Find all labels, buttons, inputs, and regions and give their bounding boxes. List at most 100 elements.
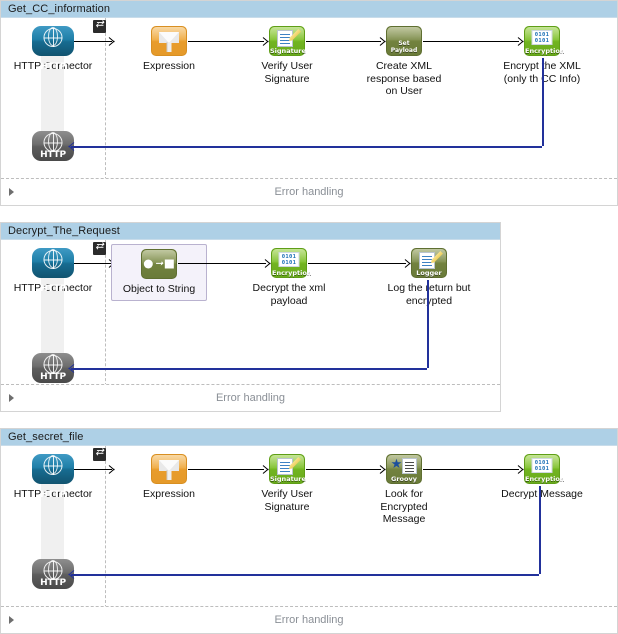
flow-connector bbox=[188, 469, 264, 470]
flow-connector bbox=[188, 41, 264, 42]
flow-processor[interactable]: Expression bbox=[121, 26, 217, 73]
icon-caption: Groovy bbox=[391, 475, 417, 483]
flow-body: HTTP HTTP Connector HTTP ➞ Object to Str… bbox=[1, 240, 500, 386]
object-to-string-icon[interactable]: ➞ bbox=[141, 249, 177, 279]
flow-processor[interactable]: Expression bbox=[121, 454, 217, 501]
node-label: Look for Encrypted Message bbox=[380, 488, 428, 525]
error-handling-label: Error handling bbox=[274, 614, 344, 626]
flow-body: HTTP HTTP Connector HTTP Expression bbox=[1, 18, 617, 180]
source-outbound-endpoint[interactable]: HTTP bbox=[5, 353, 101, 383]
flow-header[interactable]: Get_CC_information bbox=[1, 1, 617, 18]
http-endpoint-label: HTTP bbox=[40, 61, 66, 72]
source-inbound-endpoint[interactable]: HTTP HTTP Connector bbox=[5, 240, 106, 295]
http-response-icon[interactable]: HTTP bbox=[32, 559, 74, 589]
flow-processor[interactable]: ➞ Object to String bbox=[111, 244, 207, 301]
signature-icon[interactable]: Signature bbox=[269, 26, 306, 56]
error-handling-strip[interactable]: Error handling bbox=[1, 384, 500, 411]
node-label: Object to String bbox=[122, 283, 196, 295]
node-label: Decrypt Message bbox=[501, 488, 583, 500]
http-response-icon[interactable]: HTTP bbox=[32, 353, 74, 383]
response-route bbox=[539, 486, 541, 574]
source-inbound-endpoint[interactable]: HTTP HTTP Connector bbox=[5, 18, 106, 73]
document-icon bbox=[419, 252, 435, 269]
globe-meridian-icon bbox=[48, 27, 58, 46]
flow-processor[interactable]: ★ Groovy Look for Encrypted Message bbox=[356, 454, 452, 526]
funnel-icon bbox=[159, 32, 179, 52]
node-label: Encrypt the XML (only th CC Info) bbox=[503, 60, 581, 85]
flow-connector bbox=[74, 469, 112, 470]
icon-caption: Encryption bbox=[525, 475, 565, 483]
groovy-script-icon[interactable]: ★ Groovy bbox=[386, 454, 422, 484]
node-label: HTTP Connector bbox=[13, 60, 93, 72]
error-handling-strip[interactable]: Error handling bbox=[1, 606, 617, 633]
signature-icon[interactable]: Signature bbox=[269, 454, 306, 484]
node-label: Decrypt the xml payload bbox=[252, 282, 326, 307]
response-route bbox=[71, 146, 542, 148]
flow-connector-arrow-icon bbox=[109, 465, 116, 474]
flow-processor[interactable]: Logger Log the return but encrypted bbox=[381, 248, 477, 307]
response-route-arrow-icon bbox=[67, 364, 74, 373]
source-inbound-endpoint[interactable]: HTTP HTTP Connector bbox=[5, 446, 106, 501]
node-label: HTTP Connector bbox=[13, 488, 93, 500]
http-connector-icon[interactable]: HTTP bbox=[32, 18, 106, 72]
icon-caption: Encryption bbox=[272, 269, 312, 277]
http-connector-icon[interactable]: HTTP bbox=[32, 240, 106, 294]
node-label: Verify User Signature bbox=[261, 60, 313, 85]
node-label: Create XML response based on User bbox=[366, 60, 442, 97]
node-label: HTTP Connector bbox=[13, 282, 93, 294]
funnel-icon bbox=[159, 460, 179, 480]
flow-panel[interactable]: Get_CC_information HTTP HTTP Connector H… bbox=[0, 0, 618, 206]
star-icon: ★ bbox=[390, 456, 403, 471]
request-response-icon bbox=[93, 240, 106, 255]
source-outbound-endpoint[interactable]: HTTP bbox=[5, 559, 101, 589]
node-label: Expression bbox=[143, 488, 195, 500]
source-lane-divider bbox=[105, 18, 106, 180]
flow-processor[interactable]: Signature Verify User Signature bbox=[239, 26, 335, 85]
http-connector-icon[interactable]: HTTP bbox=[32, 446, 106, 500]
error-handling-strip[interactable]: Error handling bbox=[1, 178, 617, 205]
triangle-right-icon[interactable] bbox=[9, 188, 14, 196]
flow-header[interactable]: Get_secret_file bbox=[1, 429, 617, 446]
response-route bbox=[427, 280, 429, 368]
expression-filter-icon[interactable] bbox=[151, 26, 187, 56]
response-route-arrow-icon bbox=[67, 142, 74, 151]
flow-title: Decrypt_The_Request bbox=[8, 225, 120, 237]
response-route-arrow-icon bbox=[67, 570, 74, 579]
flow-connector bbox=[306, 469, 381, 470]
response-route bbox=[542, 58, 544, 146]
source-lane-divider bbox=[105, 446, 106, 608]
flow-title: Get_CC_information bbox=[8, 3, 111, 15]
triangle-right-icon[interactable] bbox=[9, 394, 14, 402]
expression-filter-icon[interactable] bbox=[151, 454, 187, 484]
flow-connector bbox=[423, 41, 519, 42]
flow-connector bbox=[306, 41, 381, 42]
globe-meridian-icon bbox=[48, 455, 58, 474]
flow-processor[interactable]: Signature Verify User Signature bbox=[239, 454, 335, 513]
flow-title: Get_secret_file bbox=[8, 431, 84, 443]
http-endpoint-label: HTTP bbox=[40, 283, 66, 294]
triangle-right-icon[interactable] bbox=[9, 616, 14, 624]
node-label: Verify User Signature bbox=[261, 488, 313, 513]
flow-connector bbox=[308, 263, 406, 264]
logger-icon[interactable]: Logger bbox=[411, 248, 447, 278]
http-endpoint-label: HTTP bbox=[40, 489, 66, 500]
endpoint-rail bbox=[41, 254, 64, 364]
icon-caption: Signature bbox=[270, 47, 306, 55]
icon-caption: Logger bbox=[416, 269, 442, 277]
flow-connector bbox=[423, 469, 519, 470]
flow-body: HTTP HTTP Connector HTTP Expression bbox=[1, 446, 617, 608]
flow-header[interactable]: Decrypt_The_Request bbox=[1, 223, 500, 240]
flow-panel[interactable]: Get_secret_file HTTP HTTP Connector HTTP bbox=[0, 428, 618, 634]
flow-panel[interactable]: Decrypt_The_Request HTTP HTTP Connector … bbox=[0, 222, 501, 412]
